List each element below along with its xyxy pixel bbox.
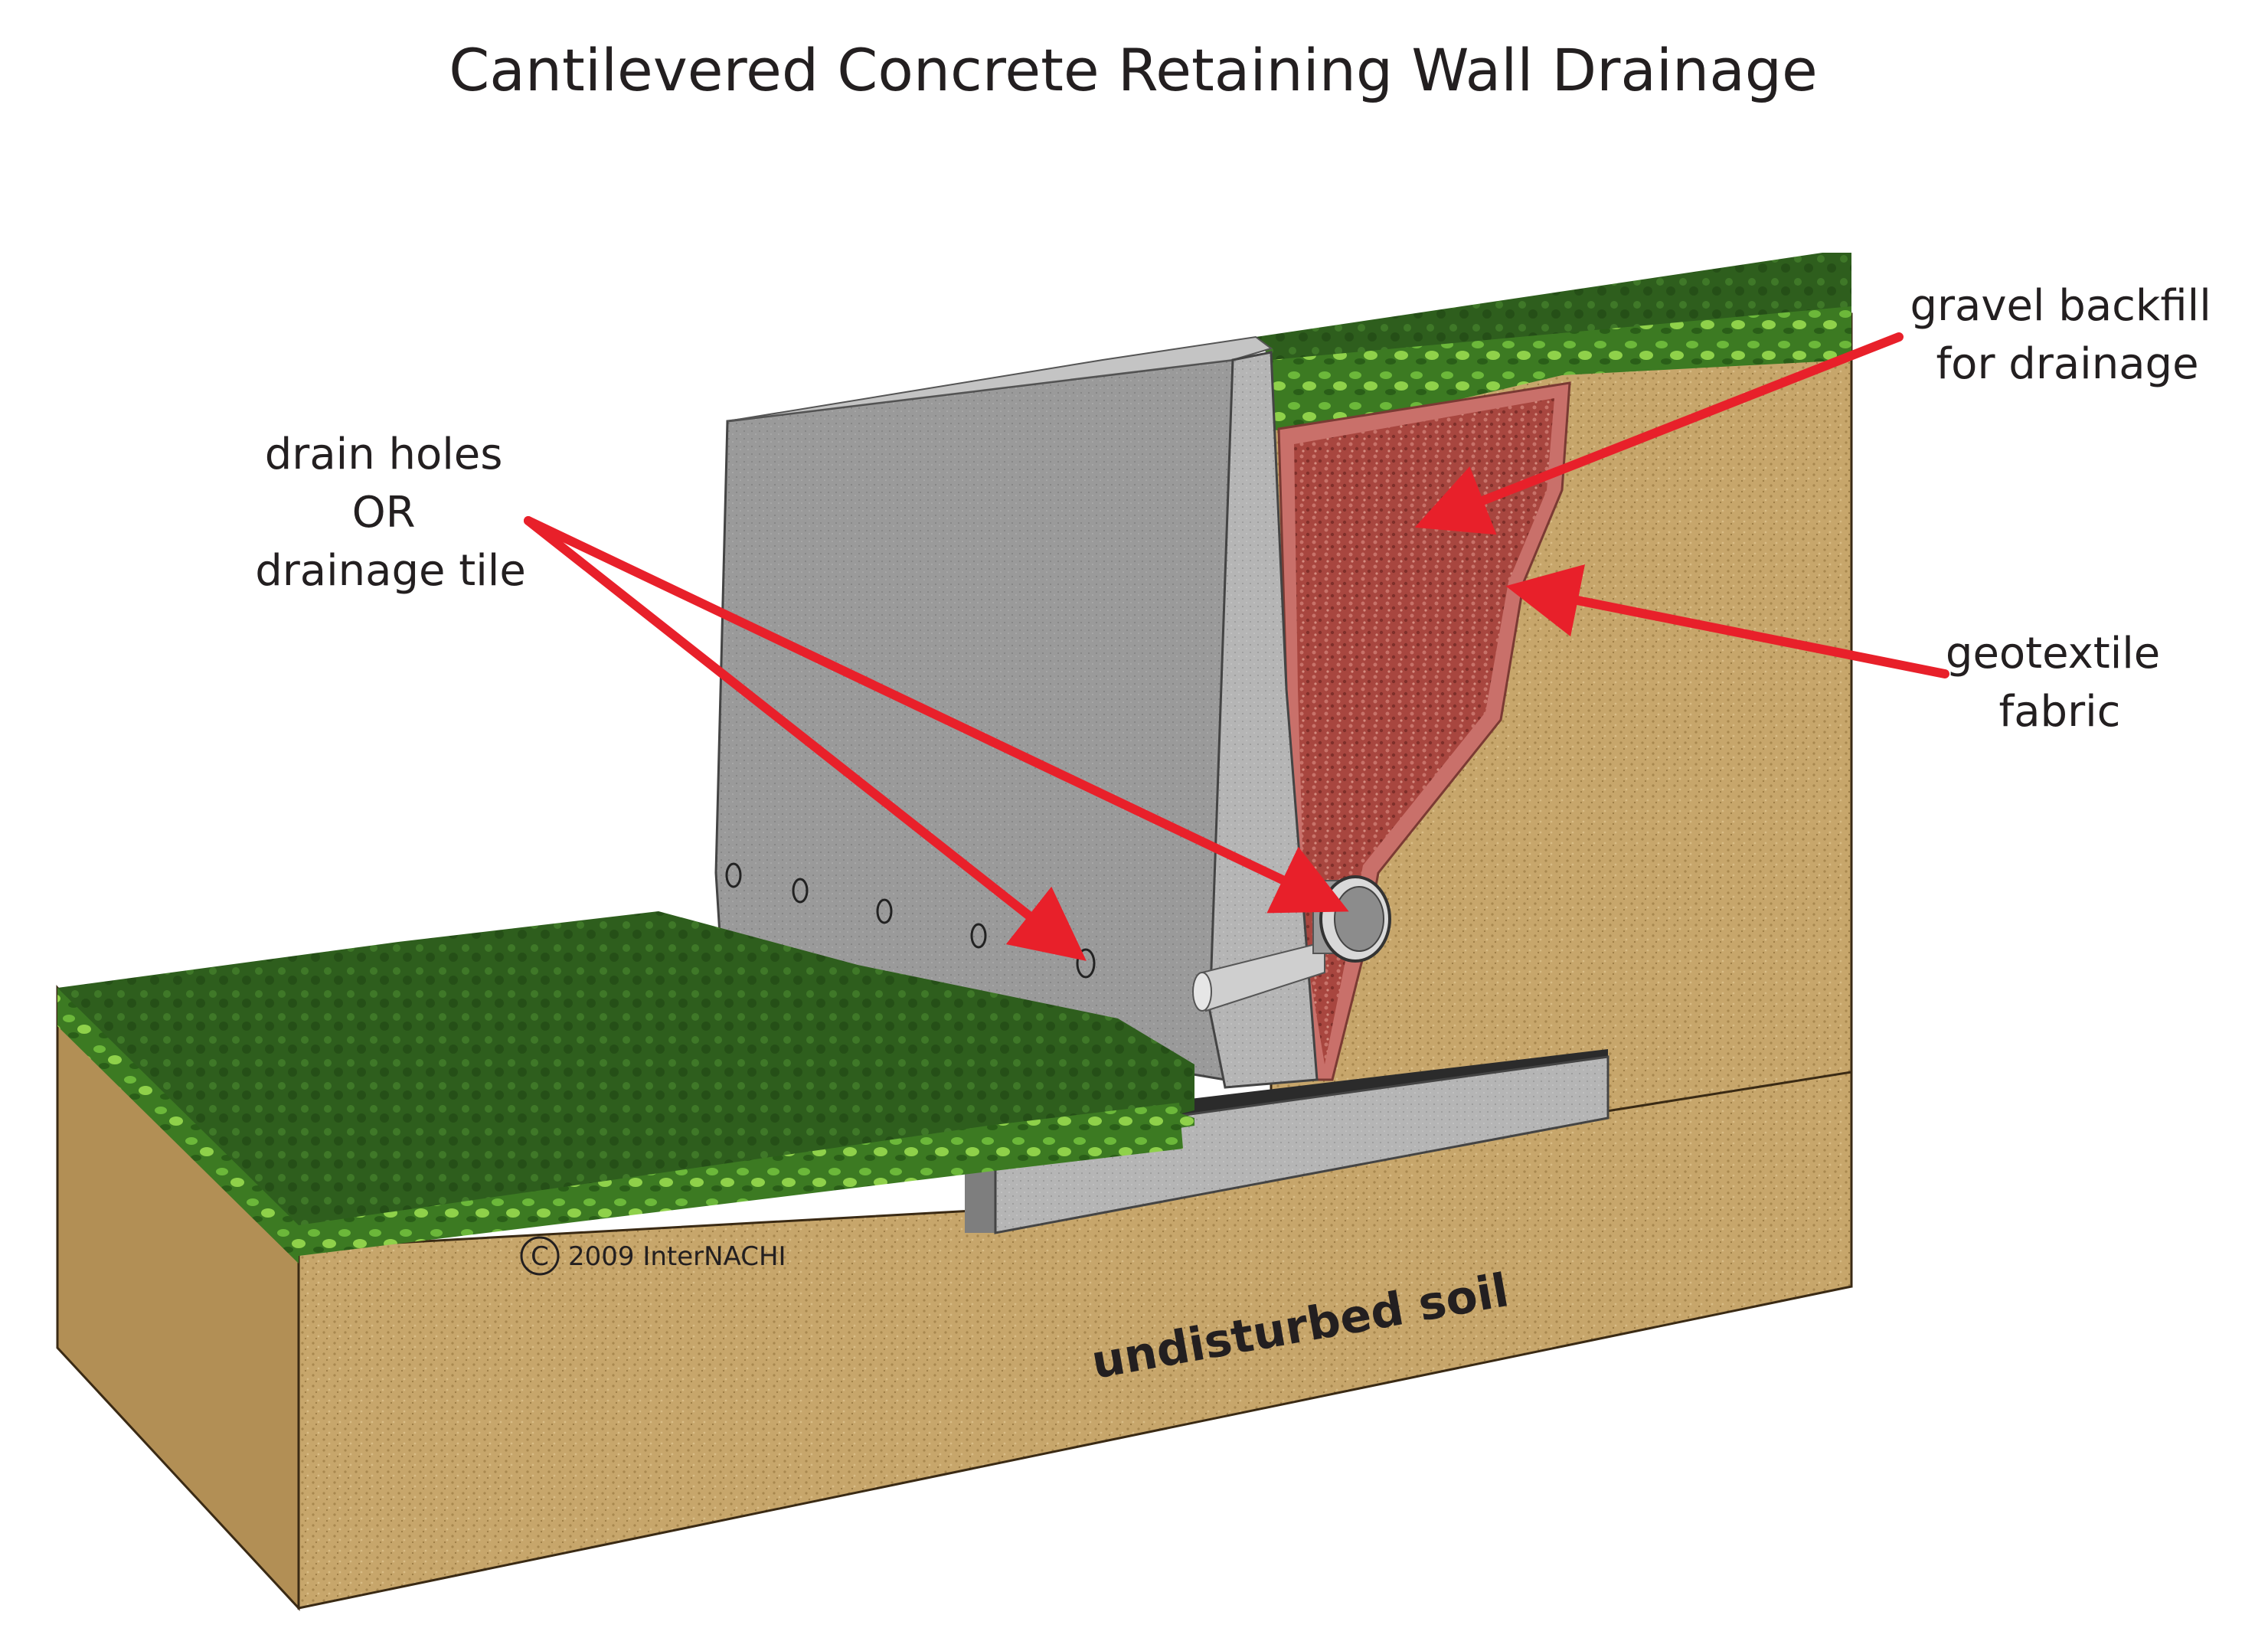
gravel-backfill <box>1294 398 1554 1064</box>
front-grass-strip <box>299 1103 1183 1256</box>
front-grass-top <box>57 911 1194 1248</box>
pipe-icon <box>1192 972 1212 1012</box>
copyright-text: 2009 InterNACHI <box>568 1241 786 1272</box>
copyright-symbol: C <box>531 1241 549 1272</box>
copyright-notice: C 2009 InterNACHI <box>520 1236 786 1276</box>
label-geotextile-fabric: geotextile fabric <box>1946 629 2174 737</box>
copyright-icon <box>520 1236 560 1276</box>
back-grass-face <box>1271 306 1851 436</box>
circle-hole-icon <box>970 923 987 949</box>
arrow-to-drainage-tile <box>524 516 1349 914</box>
front-soil-face <box>297 1071 1853 1610</box>
wall-top-edge <box>727 335 1273 422</box>
arrow-to-gravel-backfill <box>1414 332 1904 535</box>
diagram-title: Cantilevered Concrete Retaining Wall Dra… <box>449 36 1818 104</box>
label-drain-holes: drain holes OR drainage tile <box>255 430 526 596</box>
callout-arrows <box>524 332 1949 961</box>
drainage-tile-pipe <box>1312 875 1391 963</box>
label-gravel-backfill: gravel backfill for drainage <box>1910 281 2224 389</box>
arrow-to-geotextile <box>1505 564 1949 678</box>
circle-hole-icon <box>725 862 742 888</box>
footing-face <box>994 1055 1609 1234</box>
front-grass-side <box>57 988 299 1264</box>
back-grass-top <box>1256 253 1851 360</box>
arrow-to-drain-holes <box>524 516 1087 961</box>
circle-hole-icon <box>792 878 809 904</box>
circle-hole-icon <box>876 898 893 924</box>
